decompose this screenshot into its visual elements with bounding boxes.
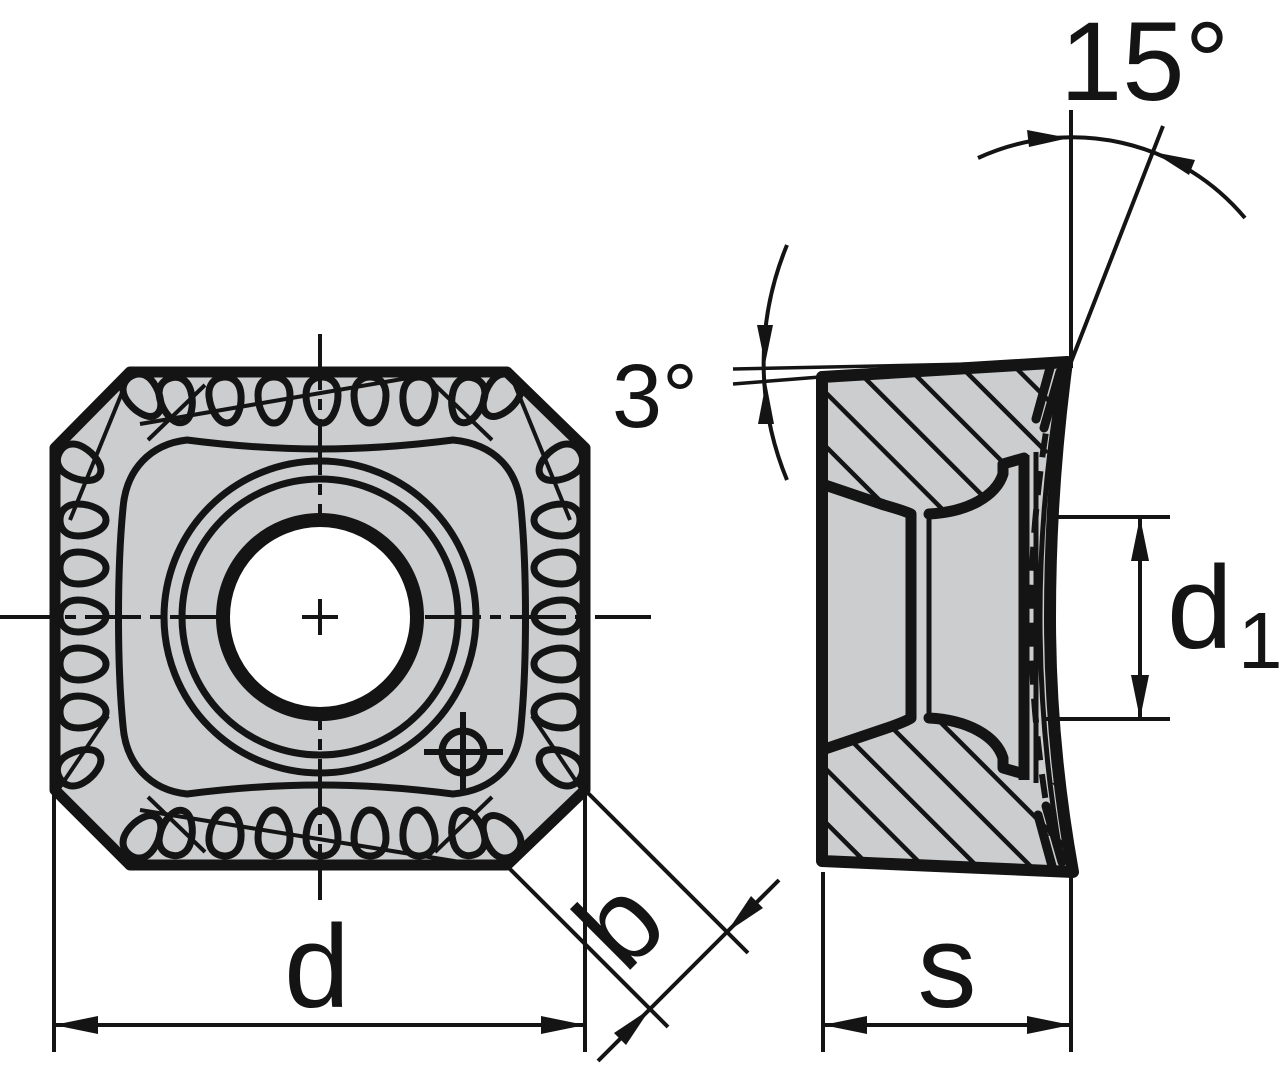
plateau-boundary [115,436,529,798]
serration-tooth [254,373,294,427]
front-view: d b [0,334,781,1063]
serration-tooth [56,692,110,732]
serration-tooth [530,596,584,636]
serration-tooth [56,548,110,588]
dimension-d1: d 1 [1044,515,1280,721]
serration-tooth [448,806,489,860]
facet-lines [56,374,584,864]
label-angle-3: 3° [612,347,698,447]
serration-tooth [254,806,294,860]
side-view: 3° 15° d 1 s [612,0,1280,1052]
serration-tooth [530,500,584,540]
serration-tooth [399,806,439,860]
countersink-edges [816,452,1030,780]
serration-tooth [350,806,390,860]
dimension-s: s [821,872,1071,1052]
label-d1-sub: 1 [1238,596,1280,685]
serration-tooth [530,644,584,684]
label-d1-main: d [1167,542,1233,674]
serration-tooth [56,644,110,684]
dimension-d: d [52,793,587,1052]
serration-tooth [535,746,587,790]
serration-tooth [56,596,110,636]
serration-tooth [479,812,525,862]
label-s: s [918,901,977,1033]
serration-tooth [530,692,584,732]
hatch-top [822,362,1067,514]
datum-target-icon [424,712,503,792]
serration-tooth [119,812,165,862]
edge-land-strokes [1031,363,1067,871]
label-d: d [284,901,350,1033]
serration-tooth [205,806,245,860]
serration-tooth [302,373,342,427]
hatch-bottom [822,718,1073,872]
serration-tooth [535,440,587,484]
angle-15deg: 15° [977,0,1247,1052]
center-mark [302,599,338,635]
face-inner-line [1037,381,1063,853]
serration-teeth [53,370,587,862]
label-angle-15: 15° [1060,0,1229,124]
bore-walls [905,452,1039,783]
serration-tooth [205,373,245,427]
serration-tooth [53,440,105,484]
angle-3deg: 3° [612,244,1068,481]
serration-tooth [479,370,525,420]
serration-tooth [530,548,584,588]
serration-tooth [350,373,390,427]
serration-tooth [155,373,196,427]
